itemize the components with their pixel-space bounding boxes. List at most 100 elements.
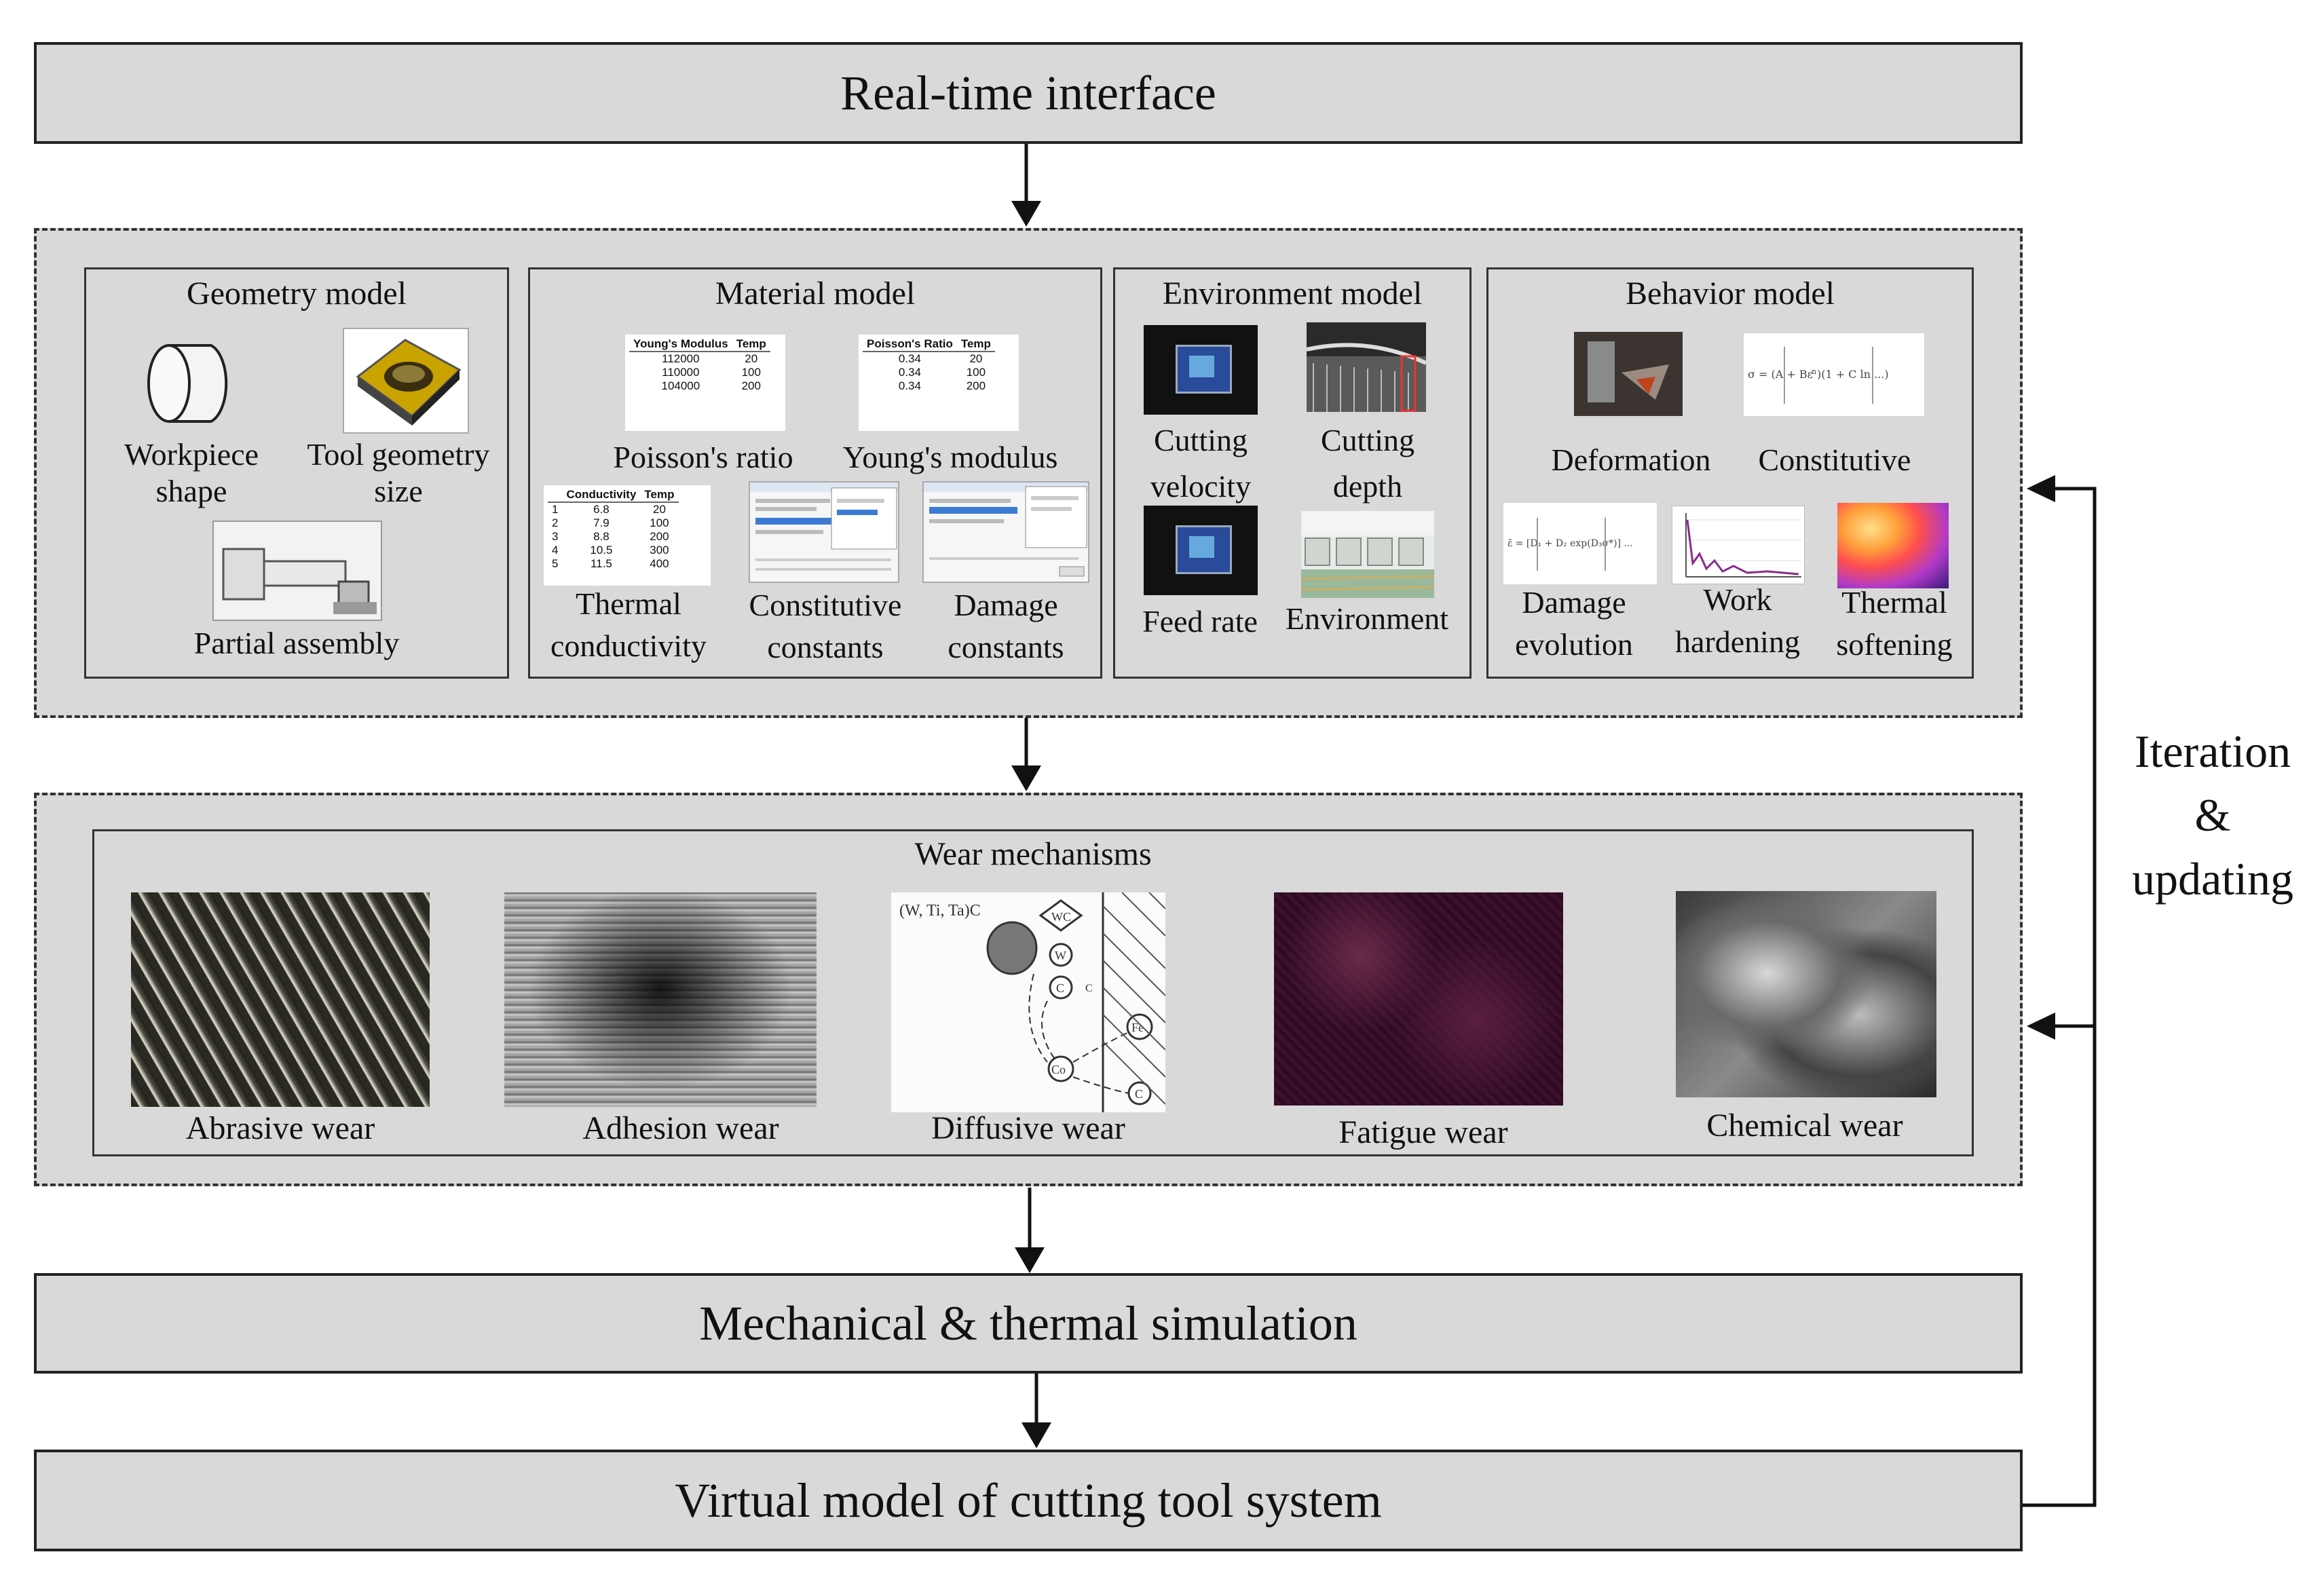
node-w: W	[1055, 949, 1066, 962]
table-cell: 5	[552, 557, 559, 570]
youngs-modulus-label: Young's modulus	[842, 440, 1058, 474]
tool-geometry-label: Tool geometry size	[307, 437, 490, 508]
feed-rate-label: Feed rate	[1142, 604, 1258, 639]
fatigue-wear-image	[1274, 892, 1563, 1105]
feedback-loop-line	[2020, 487, 2097, 1507]
table-cell: 200	[966, 379, 986, 392]
cutting-depth-image	[1307, 322, 1426, 412]
table-cell: 104000	[661, 379, 700, 392]
svg-text:n: n	[1812, 367, 1816, 376]
table-cell: 3	[552, 530, 559, 543]
diffusive-wear-label: Diffusive wear	[931, 1110, 1125, 1146]
abrasive-wear-label: Abrasive wear	[185, 1110, 375, 1146]
chemical-wear-label: Chemical wear	[1706, 1108, 1903, 1143]
table-cell: 110000	[662, 366, 700, 379]
node-c-right: C	[1085, 983, 1093, 994]
table-header	[548, 488, 563, 503]
table-cell: 200	[650, 530, 669, 543]
wear-mechanisms-title: Wear mechanisms	[914, 836, 1152, 872]
chemical-wear-image	[1676, 891, 1936, 1097]
deformation-image	[1574, 332, 1683, 416]
table-header: Poisson's Ratio	[863, 337, 957, 352]
table-cell: 7.9	[593, 516, 610, 529]
adhesion-wear-label: Adhesion wear	[582, 1110, 779, 1146]
table-cell: 11.5	[591, 557, 612, 570]
table-cell: 4	[552, 544, 559, 556]
table-cell: 112000	[662, 352, 700, 365]
svg-text:)(1 + C ln ...): )(1 + C ln ...)	[1817, 368, 1889, 381]
cutting-velocity-display-image	[1144, 325, 1258, 415]
environment-model-title: Environment model	[1162, 276, 1423, 311]
thermal-softening-heatmap-image	[1837, 503, 1949, 588]
constitutive-label: Constitutive	[1758, 442, 1911, 477]
material-model-title: Material model	[715, 276, 916, 311]
table-header: Temp	[640, 488, 679, 503]
table-cell: 400	[650, 557, 669, 570]
deformation-label: Deformation	[1551, 442, 1711, 477]
workpiece-shape-label: Workpiece shape	[124, 437, 259, 508]
iteration-updating-label: Iteration & updating	[2132, 725, 2293, 905]
node-c-upper: C	[1056, 981, 1064, 995]
node-c-lower: C	[1135, 1087, 1143, 1101]
workpiece-cylinder-icon	[147, 344, 228, 423]
svg-text:σ = (A + Bε: σ = (A + Bε	[1748, 368, 1813, 381]
realtime-interface-box: Real-time interface	[34, 42, 2023, 144]
material-model-box: Material model Young's Modulus Temp 1120…	[528, 267, 1102, 679]
table-cell: 100	[741, 366, 761, 379]
table-header: Young's Modulus	[629, 337, 732, 352]
environment-workshop-image	[1301, 511, 1434, 598]
table-cell: 10.5	[590, 544, 613, 556]
damage-constants-dialog-image	[922, 481, 1089, 583]
environment-label: Environment	[1285, 601, 1449, 636]
table-cell: 6.8	[593, 503, 610, 516]
table-cell: 100	[650, 516, 669, 529]
geometry-model-title: Geometry model	[187, 276, 407, 311]
table-cell: 2	[552, 516, 559, 529]
realtime-interface-title: Real-time interface	[840, 65, 1216, 120]
virtual-model-title: Virtual model of cutting tool system	[675, 1473, 1382, 1528]
constitutive-constants-dialog-image	[749, 481, 899, 583]
thermal-conductivity-label: Thermal conductivity	[550, 586, 707, 663]
diffusive-wear-schematic: (W, Ti, Ta)C WC W C C Co Fe C	[891, 892, 1165, 1112]
fatigue-wear-label: Fatigue wear	[1338, 1114, 1508, 1150]
damage-evolution-equation-image: ε̄ = [D₁ + D₂ exp(D₃σ*)] ...	[1503, 503, 1657, 584]
table-header: Temp	[732, 337, 770, 352]
thermal-softening-label: Thermal softening	[1836, 585, 1953, 662]
abrasive-wear-image	[131, 892, 430, 1107]
table-header: Temp	[956, 337, 995, 352]
table-cell: 20	[969, 352, 983, 365]
simulation-title: Mechanical & thermal simulation	[699, 1296, 1357, 1350]
table-cell: 20	[745, 352, 758, 365]
environment-model-box: Environment model Cutting velocity Cutti…	[1113, 267, 1472, 679]
geometry-model-box: Geometry model Workpiece shape Tool geom…	[84, 267, 509, 679]
partial-assembly-label: Partial assembly	[193, 626, 400, 660]
simulation-box: Mechanical & thermal simulation	[34, 1273, 2023, 1374]
virtual-model-box: Virtual model of cutting tool system	[34, 1450, 2023, 1551]
behavior-model-box: Behavior model σ = (A + Bε n )(1 + C ln …	[1486, 267, 1974, 679]
node-wc: WC	[1051, 910, 1071, 924]
table-cell: 300	[650, 544, 669, 556]
table-header: Conductivity	[562, 488, 641, 503]
table-cell: 20	[653, 503, 666, 516]
wear-mechanisms-box: Wear mechanisms (W, Ti, Ta)C WC W C C Co…	[92, 829, 1974, 1156]
node-fe: Fe	[1131, 1021, 1144, 1034]
damage-evolution-label: Damage evolution	[1515, 585, 1633, 662]
constitutive-equation-image: σ = (A + Bε n )(1 + C ln ...)	[1744, 333, 1924, 416]
partial-assembly-image	[212, 521, 382, 621]
table-cell: 0.34	[898, 366, 921, 379]
work-hardening-curve-image	[1672, 506, 1805, 584]
poissons-ratio-label: Poisson's ratio	[613, 440, 793, 474]
work-hardening-label: Work hardening	[1675, 582, 1800, 659]
cutting-velocity-label: Cutting velocity	[1150, 423, 1252, 504]
feed-rate-display-image	[1144, 506, 1258, 595]
svg-text:ε̄ = [D₁ + D₂ exp(D₃σ*)] ...: ε̄ = [D₁ + D₂ exp(D₃σ*)] ...	[1507, 538, 1633, 549]
node-co: Co	[1051, 1063, 1066, 1076]
adhesion-wear-image	[504, 892, 817, 1107]
table-cell: 100	[966, 366, 986, 379]
behavior-model-title: Behavior model	[1626, 276, 1835, 311]
table-cell: 200	[741, 379, 761, 392]
